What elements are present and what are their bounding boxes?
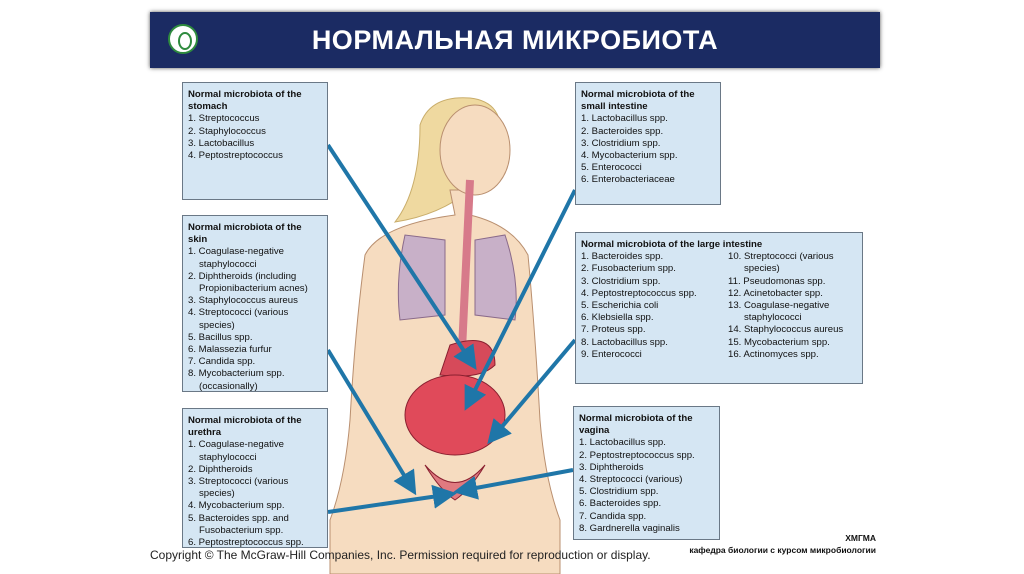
list-item: 6. Peptostreptococcus spp.: [188, 537, 304, 549]
list-item: 3. Clostridium spp.: [581, 275, 661, 287]
title-bar: НОРМАЛЬНАЯ МИКРОБИОТА: [150, 12, 880, 68]
list-item: 7. Proteus spp.: [581, 324, 646, 336]
list-item: 7. Candida spp.: [188, 356, 256, 368]
list-item: 11. Pseudomonas spp.: [728, 275, 826, 287]
arrow-urethra: [327, 484, 457, 514]
list-item: 2. Diphtheroids: [188, 463, 253, 475]
box-heading: Normal microbiota of the urethra: [188, 415, 302, 439]
list-item: 3. Staphylococcus aureus: [188, 295, 298, 307]
box-urethra: Normal microbiota of the urethra 1. Coag…: [182, 408, 328, 548]
arrow-vagina: [453, 468, 574, 500]
list-item: 1. Coagulase-negative staphylococci: [188, 246, 285, 270]
box-heading: Normal microbiota of the skin: [188, 222, 302, 246]
list-item: 4. Mycobacterium spp.: [188, 500, 285, 512]
list-item: 10. Streptococci (various species): [728, 251, 834, 275]
box-heading: Normal microbiota of the large intestine: [581, 239, 763, 250]
box-skin: Normal microbiota of the skin 1. Coagula…: [182, 215, 328, 392]
list-item: 15. Mycobacterium spp.: [728, 336, 830, 348]
list-item: 4. Peptostreptococcus spp.: [581, 287, 697, 299]
list-item: 2. Diphtheroids (including Propionibacte…: [188, 270, 308, 295]
arrow-large-intestine: [487, 338, 577, 445]
box-small-intestine: Normal microbiota of the small intestine…: [575, 82, 721, 205]
list-item: 2. Bacteroides spp.: [581, 125, 664, 137]
box-heading: Normal microbiota of the stomach: [188, 89, 302, 113]
list-item: 2. Fusobacterium spp.: [581, 263, 676, 275]
list-item: 4. Streptococci (various species): [188, 307, 289, 331]
arrow-stomach: [326, 143, 477, 371]
box-large-intestine: Normal microbiota of the large intestine…: [575, 232, 863, 384]
list-item: 5. Bacteroides spp. and Fusobacterium sp…: [188, 512, 289, 536]
list-item: 4. Peptostreptococcus: [188, 150, 283, 162]
list-item: 3. Diphtheroids: [579, 461, 644, 473]
list-item: 16. Actinomyces spp.: [728, 348, 819, 360]
copyright-text: Copyright © The McGraw-Hill Companies, I…: [150, 548, 651, 562]
list-item: 1. Bacteroides spp.: [581, 251, 664, 263]
org-name: ХМГМА: [845, 533, 876, 543]
list-item: 6. Enterobacteriaceae: [581, 174, 675, 186]
list-item: 4. Mycobacterium spp.: [581, 150, 678, 162]
box-stomach: Normal microbiota of the stomach 1. Stre…: [182, 82, 328, 200]
list-item: 13. Coagulase-negative staphylococci: [728, 300, 830, 324]
list-item: 2. Peptostreptococcus spp.: [579, 449, 695, 461]
list-item: 3. Streptococci (various species): [188, 476, 289, 500]
list-item: 14. Staphylococcus aureus: [728, 324, 844, 336]
list-item: 3. Clostridium spp.: [581, 137, 661, 149]
organization-label: ХМГМА кафедра биологии с курсом микробио…: [689, 532, 876, 556]
list-item: 6. Malassezia furfur: [188, 344, 272, 356]
list-item: 5. Bacillus spp.: [188, 331, 253, 343]
list-item: 8. Lactobacillus spp.: [581, 336, 668, 348]
logo-icon: [168, 24, 198, 54]
list-item: 9. Enterococci: [581, 348, 642, 360]
intestines: [404, 374, 506, 456]
org-dept: кафедра биологии с курсом микробиологии: [689, 545, 876, 555]
arrow-small-intestine: [464, 189, 577, 411]
slide-title: НОРМАЛЬНАЯ МИКРОБИОТА: [311, 25, 719, 55]
list-item: 1. Lactobacillus spp.: [579, 437, 666, 449]
list-item: 5. Enterococci: [581, 162, 642, 174]
list-item: 6. Klebsiella spp.: [581, 312, 654, 324]
list-item: 1. Coagulase-negative staphylococci: [188, 439, 285, 463]
list-item: 7. Candida spp.: [579, 510, 647, 522]
list-item: 3. Lactobacillus: [188, 137, 255, 149]
arrow-skin: [326, 348, 417, 496]
esophagus: [458, 179, 474, 351]
box-heading: Normal microbiota of the small intestine: [581, 89, 695, 113]
list-item: 5. Escherichia coli: [581, 300, 659, 312]
list-item: 1. Lactobacillus spp.: [581, 113, 668, 125]
list-item: 1. Streptococcus: [188, 113, 260, 125]
box-vagina: Normal microbiota of the vagina 1. Lacto…: [573, 406, 720, 540]
list-item: 8. Gardnerella vaginalis: [579, 522, 680, 534]
box-heading: Normal microbiota of the vagina: [579, 413, 693, 437]
list-item: 8. Mycobacterium spp. (occasionally): [188, 368, 285, 392]
list-item: 6. Bacteroides spp.: [579, 498, 662, 510]
list-item: 4. Streptococci (various): [579, 474, 683, 486]
list-item: 12. Acinetobacter spp.: [728, 287, 823, 299]
list-item: 2. Staphylococcus: [188, 125, 266, 137]
head: [439, 104, 511, 196]
list-item: 5. Clostridium spp.: [579, 486, 659, 498]
